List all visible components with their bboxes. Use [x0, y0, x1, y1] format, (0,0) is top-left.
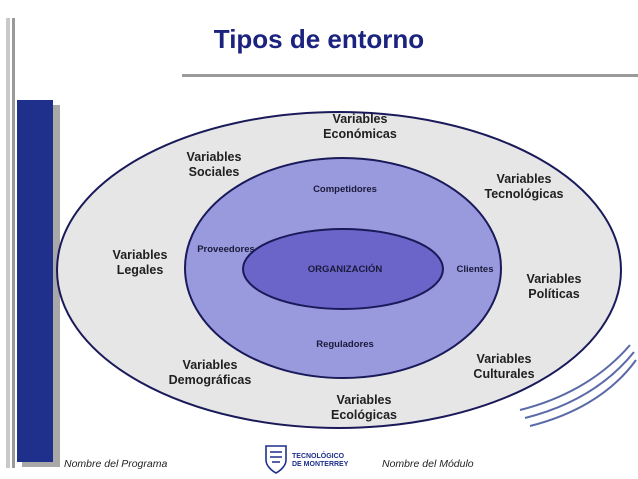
reguladores-label: Reguladores	[300, 337, 390, 352]
clientes-label: Clientes	[448, 262, 502, 277]
footer-module-name: Nombre del Módulo	[382, 458, 474, 470]
seal-icon	[262, 444, 290, 474]
variables-demograficas: Variables Demográficas	[160, 358, 260, 388]
variables-sociales: Variables Sociales	[166, 150, 262, 180]
variables-politicas: Variables Políticas	[512, 272, 596, 302]
footer-program-name: Nombre del Programa	[64, 458, 167, 470]
variables-culturales: Variables Culturales	[462, 352, 546, 382]
proveedores-label: Proveedores	[192, 242, 260, 257]
variables-tecnologicas: Variables Tecnológicas	[474, 172, 574, 202]
organizacion-label: ORGANIZACIÓN	[300, 262, 390, 277]
tec-monterrey-logo: TECNOLÓGICO DE MONTERREY	[262, 444, 362, 476]
logo-text: TECNOLÓGICO DE MONTERREY	[292, 453, 348, 469]
variables-economicas: Variables Económicas	[310, 112, 410, 142]
variables-legales: Variables Legales	[100, 248, 180, 278]
variables-ecologicas: Variables Ecológicas	[316, 393, 412, 423]
competidores-label: Competidores	[300, 182, 390, 197]
